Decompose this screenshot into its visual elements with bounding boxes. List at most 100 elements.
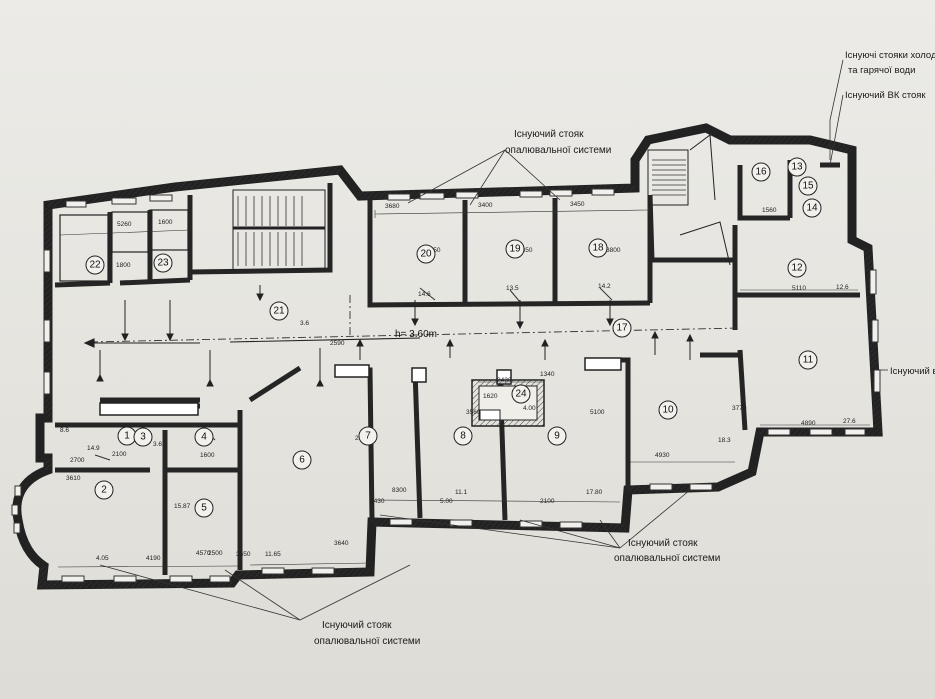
room-9-number: 9 (554, 431, 560, 442)
dimension-label: 12.6 (836, 284, 849, 291)
room-3-marker: 3 (133, 427, 153, 447)
room-17-number: 17 (616, 323, 628, 334)
dimension-label: 2500 (208, 550, 223, 557)
dimension-label: 15.87 (174, 503, 191, 510)
room-14-number: 14 (806, 203, 818, 214)
dimension-label: 14.9 (87, 445, 100, 452)
room-16-marker: 16 (751, 162, 771, 182)
riser-bottom-line1: Існуючий стояк (322, 620, 392, 631)
dimension-label: 11.65 (265, 551, 281, 558)
dimension-label: 4570 (196, 550, 211, 557)
dimension-label: 4190 (146, 555, 161, 562)
dimension-label: 5260 (117, 221, 132, 228)
room-4-marker: 4 (194, 427, 214, 447)
exterior-walls (12, 123, 883, 590)
right-edge-label: Існуючий ва (890, 366, 935, 377)
access-arrow (206, 350, 214, 387)
room-10-marker: 10 (658, 400, 678, 420)
room-21-marker: 21 (269, 301, 289, 321)
access-arrow (256, 285, 264, 302)
room-7-marker: 7 (358, 426, 378, 446)
vk-riser-label: Існуючий ВК стояк (845, 90, 926, 101)
room-24-number: 24 (515, 389, 527, 400)
room-13-number: 13 (791, 162, 803, 173)
dimension-label: 3610 (66, 475, 81, 482)
dimension-label: 8300 (392, 487, 407, 494)
dimension-label: 5.00 (440, 498, 453, 505)
riser-top-line2: опалювальної системи (505, 145, 612, 156)
dimension-label: 1560 (762, 207, 777, 214)
room-14-marker: 14 (802, 198, 822, 218)
dimension-label: 5100 (590, 409, 605, 416)
dimension-label: 3.6 (300, 320, 309, 327)
access-arrow (96, 350, 104, 382)
access-arrow (166, 300, 174, 342)
riser-bottom-right-line2: опалювальної системи (614, 553, 721, 564)
room-5-number: 5 (201, 503, 207, 514)
room-12-number: 12 (791, 263, 803, 274)
room-19-number: 19 (509, 244, 521, 255)
access-arrow (541, 338, 549, 360)
room-2-marker: 2 (94, 480, 114, 500)
room-21-number: 21 (273, 306, 285, 317)
dimension-label: 4890 (801, 420, 816, 427)
room-8-marker: 8 (453, 426, 473, 446)
dimension-label: 4.00 (523, 405, 536, 412)
room-23-marker: 23 (153, 253, 173, 273)
dimension-label: 3430 (370, 498, 385, 505)
dimension-label: 13.5 (506, 285, 519, 292)
room-9-marker: 9 (547, 426, 567, 446)
dimension-label: 2590 (330, 340, 345, 347)
dimension-label: 1800 (116, 262, 131, 269)
access-arrow (651, 330, 659, 355)
room-2-number: 2 (101, 485, 107, 496)
water-risers-line2: та гарячої води (848, 65, 916, 76)
room-4-number: 4 (201, 432, 207, 443)
room-1-marker: 1 (117, 426, 137, 446)
water-risers-line1: Існуючі стояки холодно (845, 50, 935, 61)
leader-lines (99, 59, 888, 621)
access-arrow (686, 333, 694, 360)
room-12-marker: 12 (787, 258, 807, 278)
dimension-label: 3800 (606, 247, 621, 254)
room-18-number: 18 (592, 243, 604, 254)
dimension-label: 3450 (570, 201, 585, 208)
dimension-label: 3400 (478, 202, 493, 209)
room-19-marker: 19 (505, 239, 525, 259)
access-arrow (411, 300, 419, 327)
dimension-label: 3850 (518, 247, 533, 254)
dimension-lines (57, 206, 870, 568)
room-7-number: 7 (365, 431, 371, 442)
room-17-marker: 17 (612, 318, 632, 338)
riser-bottom-line2: опалювальної системи (314, 636, 421, 647)
dimension-label: 3560 (466, 409, 481, 416)
access-arrow (516, 300, 524, 330)
dimension-label: 2700 (70, 457, 85, 464)
room-10-number: 10 (662, 405, 674, 416)
room-16-number: 16 (755, 167, 767, 178)
access-arrow (121, 300, 129, 342)
dimension-label: 4.05 (96, 555, 109, 562)
room-8-number: 8 (460, 431, 466, 442)
dimension-label: 3770 (732, 405, 747, 412)
room-6-number: 6 (299, 455, 305, 466)
access-arrow (356, 338, 364, 360)
dimension-label: 3.67 (153, 441, 166, 448)
room-24-block (471, 379, 545, 427)
dimension-label: 18.3 (718, 437, 731, 444)
dimension-label: 1600 (200, 452, 215, 459)
height-label: h= 3.60m (395, 329, 437, 340)
access-arrow (606, 300, 614, 327)
dimension-label: 2100 (112, 451, 127, 458)
room-5-marker: 5 (194, 498, 214, 518)
dimension-label: 2100 (540, 498, 555, 505)
room-11-marker: 11 (798, 350, 818, 370)
dimension-label: 8.6 (60, 427, 69, 434)
dimension-label: 5110 (792, 285, 806, 292)
dimension-label: 27.6 (843, 418, 856, 425)
room-22-number: 22 (89, 260, 101, 271)
dimension-label: 3640 (334, 540, 349, 547)
room-15-marker: 15 (798, 176, 818, 196)
